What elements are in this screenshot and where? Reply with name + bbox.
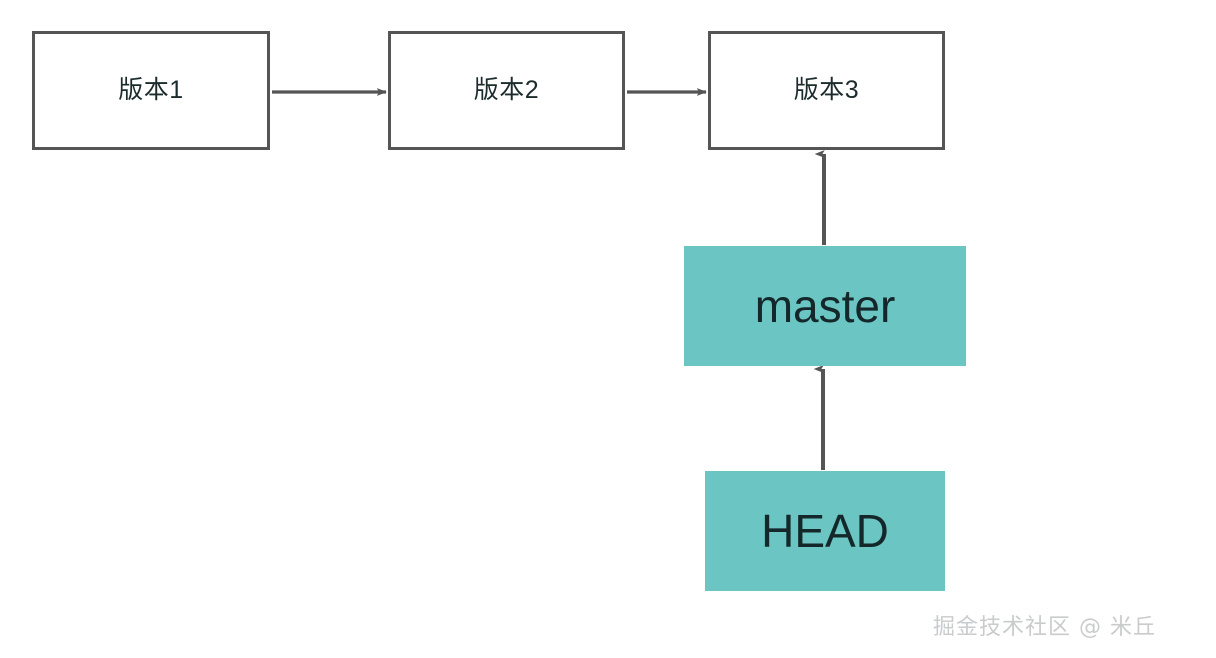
node-version-1[interactable]: 版本1 <box>32 31 270 150</box>
node-version-3-label: 版本3 <box>793 76 860 104</box>
watermark-text: 掘金技术社区 @ 米丘 <box>933 615 1156 640</box>
node-master-branch-label: master <box>754 280 896 332</box>
node-version-1-label: 版本1 <box>118 76 184 104</box>
node-version-2[interactable]: 版本2 <box>388 31 625 150</box>
node-version-2-label: 版本2 <box>473 76 540 104</box>
node-master-branch[interactable]: master <box>684 246 966 366</box>
node-head-pointer[interactable]: HEAD <box>705 471 945 591</box>
node-head-pointer-label: HEAD <box>761 505 889 557</box>
node-version-3[interactable]: 版本3 <box>708 31 945 150</box>
